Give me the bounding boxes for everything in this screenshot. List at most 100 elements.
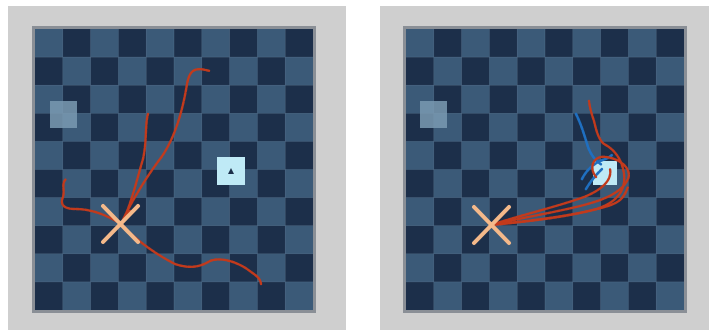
board-tile (545, 254, 573, 282)
board-tile (573, 282, 601, 310)
board-tile (656, 226, 684, 254)
board-tile (63, 198, 91, 226)
board-tile (91, 282, 119, 310)
board-tile (601, 85, 629, 113)
board-tile (257, 198, 285, 226)
board-tile (601, 198, 629, 226)
board-tile (118, 85, 146, 113)
board-tile (230, 198, 258, 226)
board-tile (656, 29, 684, 57)
board-tile (118, 57, 146, 85)
board-tile (35, 282, 63, 310)
board-tile (146, 113, 174, 141)
board-tile (462, 57, 490, 85)
board-tile (63, 226, 91, 254)
board-tile (462, 254, 490, 282)
board-tile (462, 170, 490, 198)
board-tile (573, 57, 601, 85)
board-tile (462, 198, 490, 226)
board-tile (434, 254, 462, 282)
board-tile (406, 282, 434, 310)
board-tile (118, 29, 146, 57)
board-tile (489, 113, 517, 141)
left-checkerboard (35, 29, 313, 310)
board-tile (545, 113, 573, 141)
board-tile (489, 29, 517, 57)
board-tile (146, 198, 174, 226)
board-tile (118, 254, 146, 282)
board-tile (285, 29, 313, 57)
board-tile (174, 29, 202, 57)
board-tile (146, 85, 174, 113)
board-tile (285, 113, 313, 141)
board-tile (489, 170, 517, 198)
board-tile (434, 226, 462, 254)
board-tile (462, 85, 490, 113)
board-tile (573, 226, 601, 254)
board-tile (656, 198, 684, 226)
board-tile (35, 57, 63, 85)
board-tile (628, 282, 656, 310)
board-tile (257, 141, 285, 169)
board-tile (202, 226, 230, 254)
board-tile (462, 113, 490, 141)
board-tile (63, 141, 91, 169)
board-tile (656, 254, 684, 282)
board-tile (628, 198, 656, 226)
board-tile (257, 226, 285, 254)
board-tile (230, 85, 258, 113)
board-tile (601, 29, 629, 57)
board-tile (35, 226, 63, 254)
board-tile (91, 57, 119, 85)
board-tile (545, 226, 573, 254)
board-tile (517, 29, 545, 57)
board-tile (35, 254, 63, 282)
board-tile (573, 85, 601, 113)
board-tile (489, 254, 517, 282)
right-board (406, 29, 684, 310)
board-tile (202, 29, 230, 57)
board-tile (434, 170, 462, 198)
board-tile (628, 254, 656, 282)
board-tile (517, 170, 545, 198)
board-tile (174, 254, 202, 282)
board-tile (517, 141, 545, 169)
board-tile (257, 282, 285, 310)
board-tile (118, 226, 146, 254)
board-tile (174, 226, 202, 254)
board-tile (517, 226, 545, 254)
board-tile (285, 282, 313, 310)
board-tile (230, 57, 258, 85)
board-tile (230, 113, 258, 141)
board-tile (545, 141, 573, 169)
board-tile (285, 85, 313, 113)
board-tile (257, 113, 285, 141)
board-tile (462, 141, 490, 169)
right-board-frame (403, 26, 687, 313)
board-tile (406, 29, 434, 57)
board-tile (146, 57, 174, 85)
board-tile (91, 254, 119, 282)
board-tile (517, 254, 545, 282)
board-tile (628, 226, 656, 254)
board-tile (517, 113, 545, 141)
board-tile (285, 141, 313, 169)
board-tile (285, 170, 313, 198)
board-tile (257, 85, 285, 113)
board-tile (285, 254, 313, 282)
board-tile (656, 282, 684, 310)
board-tile (174, 141, 202, 169)
board-tile (489, 282, 517, 310)
board-tile (489, 57, 517, 85)
board-tile (601, 226, 629, 254)
board-tile (545, 170, 573, 198)
board-tile (628, 170, 656, 198)
board-tile (406, 57, 434, 85)
board-tile (573, 29, 601, 57)
board-tile (628, 57, 656, 85)
board-tile (146, 254, 174, 282)
board-tile (63, 57, 91, 85)
board-tile (628, 141, 656, 169)
board-tile (628, 113, 656, 141)
board-tile (489, 85, 517, 113)
